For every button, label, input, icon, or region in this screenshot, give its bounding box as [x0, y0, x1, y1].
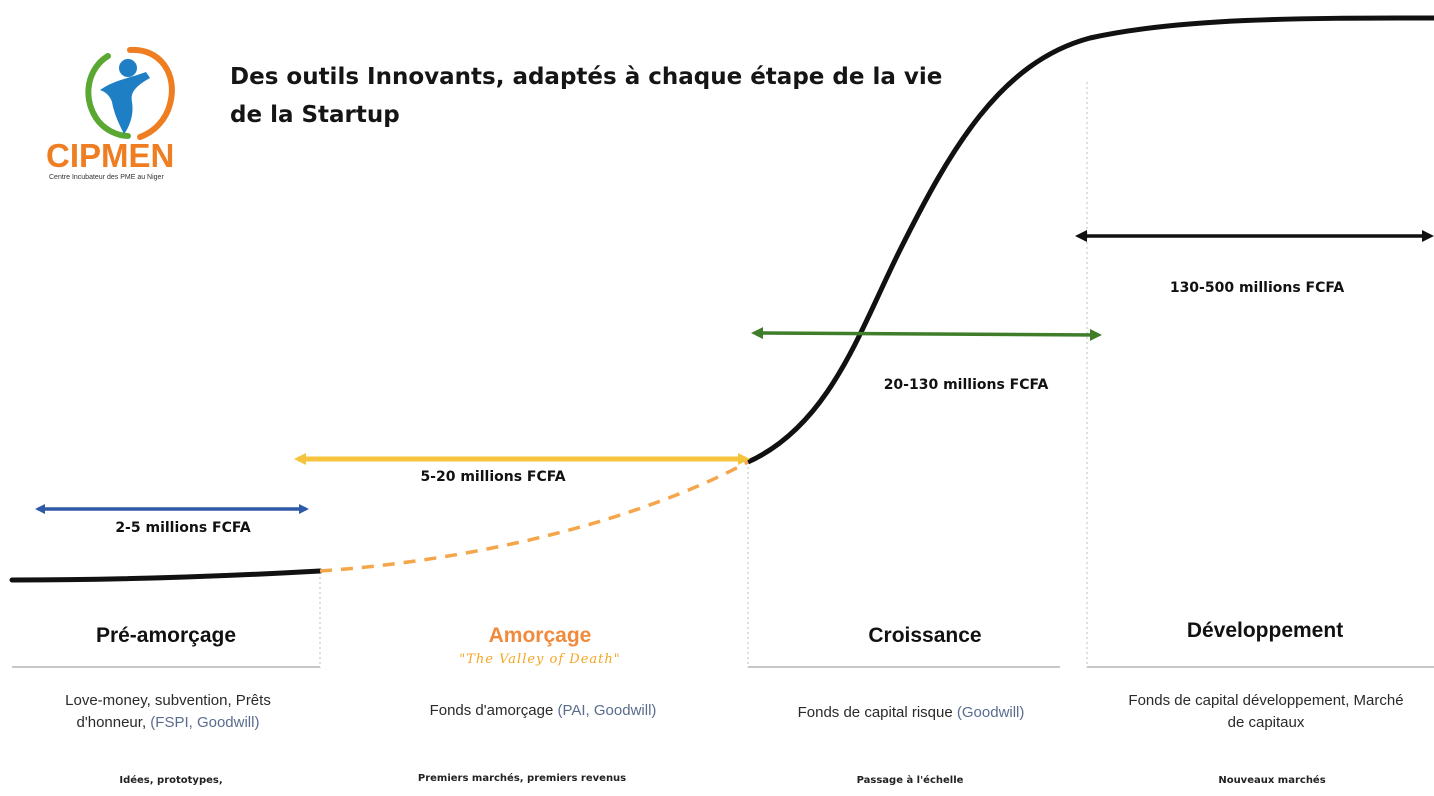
milestone-growth: Passage à l'échelle: [856, 775, 964, 786]
valley-of-death-curve: [319, 460, 749, 573]
stage-title: Amorçage: [488, 624, 592, 647]
growth-curve-start: [9, 568, 323, 583]
funding-instruments-seed: Fonds d'amorçage (PAI, Goodwill): [340, 700, 746, 722]
funding-text: Fonds de capital risque: [797, 704, 957, 721]
stage-title: Développement: [1186, 619, 1344, 642]
range-label-seed: 5-20 millions FCFA: [420, 469, 566, 485]
funding-range-arrow-growth: [751, 327, 1102, 341]
funding-tools: (PAI, Goodwill): [557, 702, 657, 719]
logo-name: CIPMEN: [46, 137, 175, 174]
page-title: Des outils Innovants, adaptés à chaque é…: [230, 64, 943, 128]
stage-seed: Amorçage "The Valley of Death": [320, 624, 760, 667]
cipmen-logo: CIPMEN Centre Incubateur des PME au Nige…: [38, 42, 208, 192]
stage-title: Pré-amorçage: [95, 624, 237, 647]
stage-title: Croissance: [868, 624, 982, 647]
milestone-pre-seed: Idées, prototypes,: [119, 775, 223, 786]
stage-development: Développement: [1100, 619, 1430, 643]
funding-instruments-growth: Fonds de capital risque (Goodwill): [758, 702, 1064, 724]
funding-tools: (Goodwill): [956, 704, 1025, 721]
funding-text: Fonds de capital développement, Marché d…: [1128, 692, 1404, 731]
milestone-development: Nouveaux marchés: [1218, 775, 1326, 786]
stage-growth: Croissance: [770, 624, 1080, 648]
stage-pre-seed: Pré-amorçage: [12, 624, 320, 648]
funding-tools: (FSPI, Goodwill): [150, 714, 260, 731]
growth-curve: [746, 15, 1434, 465]
range-label-growth: 20-130 millions FCFA: [883, 377, 1049, 393]
funding-instruments-pre-seed: Love-money, subvention, Prêts d'honneur,…: [32, 690, 304, 734]
stage-subtitle: "The Valley of Death": [459, 652, 621, 667]
milestone-seed: Premiers marchés, premiers revenus: [417, 773, 627, 784]
funding-instruments-development: Fonds de capital développement, Marché d…: [1120, 690, 1412, 734]
funding-text: Love-money, subvention, Prêts d'honneur,: [65, 692, 271, 731]
logo-tagline: Centre Incubateur des PME au Niger: [49, 174, 164, 181]
logo-figure-icon: [85, 46, 175, 140]
range-label-pre-seed: 2-5 millions FCFA: [115, 520, 251, 536]
funding-text: Fonds d'amorçage: [429, 702, 558, 719]
range-label-development: 130-500 millions FCFA: [1169, 280, 1345, 296]
